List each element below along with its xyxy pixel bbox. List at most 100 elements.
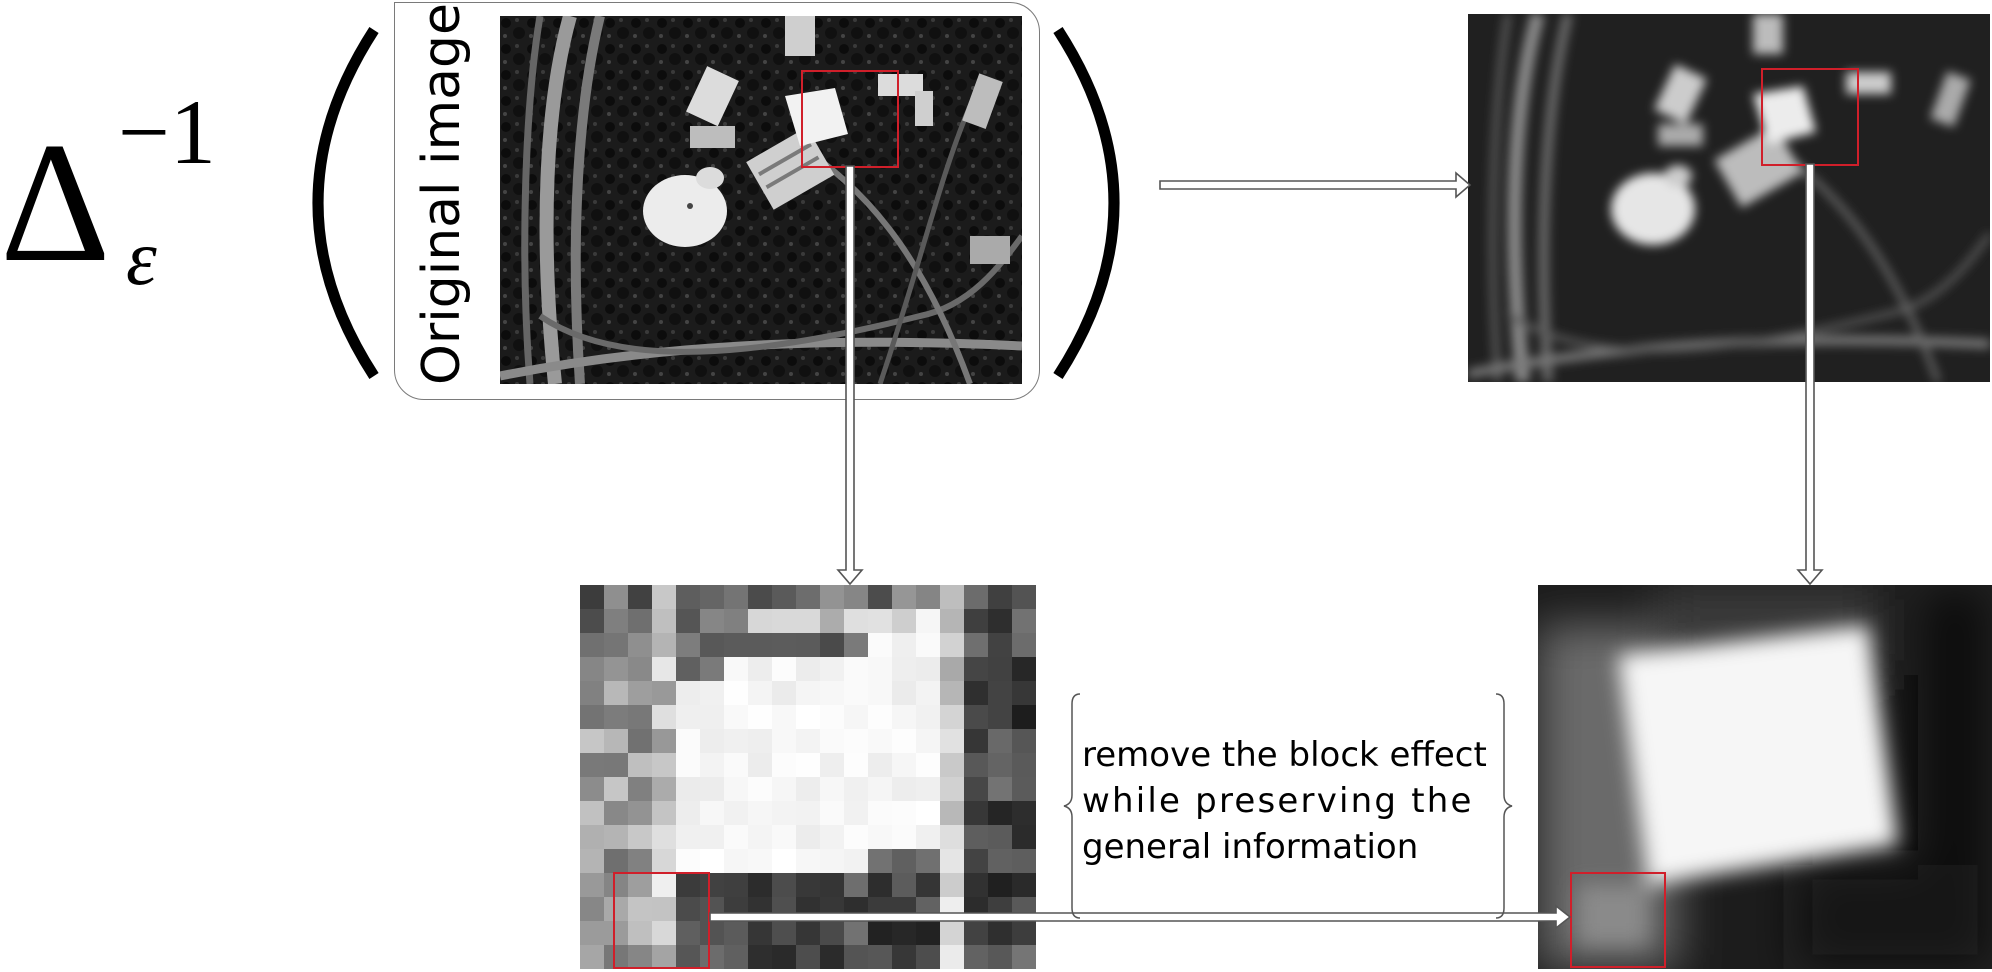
pixel-block bbox=[796, 945, 820, 969]
pixel-block bbox=[796, 729, 820, 753]
pixel-block bbox=[892, 801, 916, 825]
pixel-block bbox=[724, 825, 748, 849]
pixel-block bbox=[628, 849, 652, 873]
pixel-block bbox=[796, 897, 820, 921]
pixel-block bbox=[676, 921, 700, 945]
pixel-block bbox=[580, 585, 604, 609]
pixel-block bbox=[676, 705, 700, 729]
pixel-block bbox=[652, 657, 676, 681]
pixel-block bbox=[940, 801, 964, 825]
pixel-block bbox=[628, 585, 652, 609]
pixel-block bbox=[676, 729, 700, 753]
pixel-block bbox=[676, 801, 700, 825]
pixel-block bbox=[628, 945, 652, 969]
pixel-block bbox=[868, 753, 892, 777]
pixel-block bbox=[724, 729, 748, 753]
pixel-block bbox=[820, 897, 844, 921]
pixel-block bbox=[748, 897, 772, 921]
original-image-highlight-box bbox=[801, 70, 899, 168]
pixel-block bbox=[844, 753, 868, 777]
pixel-block bbox=[748, 657, 772, 681]
formula-superscript: −1 bbox=[118, 81, 216, 183]
pixel-block bbox=[652, 585, 676, 609]
pixel-block bbox=[580, 729, 604, 753]
pixel-block bbox=[796, 849, 820, 873]
pixel-block bbox=[796, 777, 820, 801]
pixel-block bbox=[772, 801, 796, 825]
pixel-block bbox=[916, 729, 940, 753]
pixel-block bbox=[652, 753, 676, 777]
pixel-block bbox=[772, 825, 796, 849]
pixel-block bbox=[892, 633, 916, 657]
pixel-block bbox=[964, 825, 988, 849]
pixel-block bbox=[820, 777, 844, 801]
pixel-block bbox=[964, 945, 988, 969]
pixel-block bbox=[772, 609, 796, 633]
pixel-block bbox=[964, 897, 988, 921]
pixel-block bbox=[844, 729, 868, 753]
pixel-block bbox=[604, 609, 628, 633]
pixel-block bbox=[940, 753, 964, 777]
pixel-block bbox=[604, 753, 628, 777]
pixel-block bbox=[796, 633, 820, 657]
pixel-block bbox=[892, 777, 916, 801]
pixel-block bbox=[964, 729, 988, 753]
pixel-block bbox=[604, 897, 628, 921]
pixel-block bbox=[604, 585, 628, 609]
pixel-block bbox=[652, 729, 676, 753]
pixel-block bbox=[988, 945, 1012, 969]
pixel-block bbox=[988, 609, 1012, 633]
pixel-block bbox=[916, 753, 940, 777]
pixel-block bbox=[844, 609, 868, 633]
pixel-block bbox=[676, 585, 700, 609]
pixel-block bbox=[676, 657, 700, 681]
pixel-block bbox=[748, 801, 772, 825]
pixel-block bbox=[652, 705, 676, 729]
pixel-block bbox=[676, 753, 700, 777]
pixel-block bbox=[676, 873, 700, 897]
pixel-block bbox=[844, 873, 868, 897]
pixel-block bbox=[628, 681, 652, 705]
pixel-block bbox=[820, 705, 844, 729]
pixel-block bbox=[940, 705, 964, 729]
pixel-block bbox=[604, 921, 628, 945]
smoothed-zoom-image bbox=[1538, 585, 1992, 969]
pixel-block bbox=[844, 921, 868, 945]
pixel-block bbox=[580, 777, 604, 801]
pixel-block bbox=[868, 873, 892, 897]
pixel-block bbox=[916, 705, 940, 729]
pixel-block bbox=[940, 681, 964, 705]
pixel-block bbox=[892, 609, 916, 633]
pixel-block bbox=[940, 825, 964, 849]
pixel-block bbox=[628, 873, 652, 897]
pixel-block bbox=[772, 681, 796, 705]
pixel-block bbox=[820, 945, 844, 969]
pixel-block bbox=[916, 921, 940, 945]
pixel-block bbox=[1012, 609, 1036, 633]
pixel-block bbox=[748, 849, 772, 873]
pixel-block bbox=[892, 729, 916, 753]
arrow-smoothing bbox=[1159, 171, 1472, 199]
pixel-block bbox=[628, 777, 652, 801]
pixel-block bbox=[772, 873, 796, 897]
pixel-block bbox=[964, 681, 988, 705]
pixel-block bbox=[988, 633, 1012, 657]
pixel-block bbox=[916, 849, 940, 873]
pixel-block bbox=[604, 705, 628, 729]
pixel-block bbox=[916, 633, 940, 657]
pixel-block bbox=[964, 585, 988, 609]
pixel-block bbox=[796, 753, 820, 777]
pixel-block bbox=[628, 657, 652, 681]
pixel-block bbox=[772, 849, 796, 873]
pixel-block bbox=[652, 825, 676, 849]
pixel-block bbox=[604, 849, 628, 873]
pixel-block bbox=[604, 801, 628, 825]
pixel-block bbox=[868, 729, 892, 753]
pixel-block bbox=[1012, 777, 1036, 801]
pixel-block bbox=[652, 849, 676, 873]
pixel-block bbox=[628, 729, 652, 753]
pixel-block bbox=[892, 681, 916, 705]
annotation-text: remove the block effect while preserving… bbox=[1082, 732, 1492, 870]
pixel-block bbox=[772, 945, 796, 969]
pixel-block bbox=[676, 681, 700, 705]
